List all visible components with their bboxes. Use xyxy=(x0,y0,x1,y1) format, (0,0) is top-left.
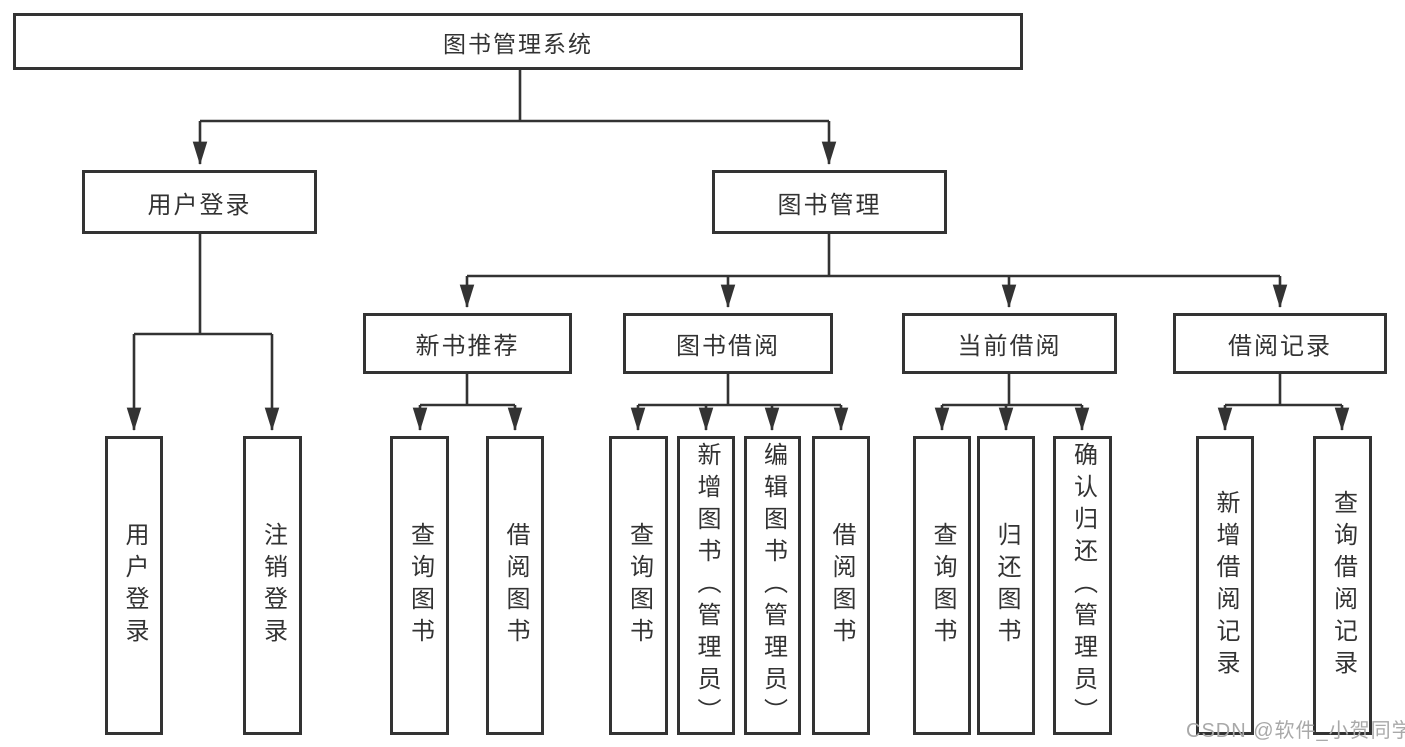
node-book-borrow: 图书借阅 xyxy=(623,313,833,374)
node-borrow-record: 借阅记录 xyxy=(1173,313,1387,374)
leaf-borrow-query-book: 查询图书 xyxy=(609,436,668,735)
leaf-recommend-query-book: 查询图书 xyxy=(390,436,449,735)
leaf-logout-label: 注销登录 xyxy=(259,521,287,650)
leaf-recommend-query-book-label: 查询图书 xyxy=(406,521,434,650)
node-new-book-recommend: 新书推荐 xyxy=(363,313,572,374)
leaf-user-login-label: 用户登录 xyxy=(121,521,148,650)
node-current-borrow: 当前借阅 xyxy=(902,313,1117,374)
leaf-user-login: 用户登录 xyxy=(105,436,163,735)
leaf-borrow-book-label: 借阅图书 xyxy=(828,521,855,650)
leaf-return-book-label: 归还图书 xyxy=(993,521,1020,650)
leaf-confirm-return-admin-label: 确认归还（管理员） xyxy=(1069,441,1097,730)
node-book-manage: 图书管理 xyxy=(712,170,947,234)
leaf-recommend-borrow-book-label: 借阅图书 xyxy=(502,521,529,650)
leaf-edit-book-admin: 编辑图书（管理员） xyxy=(744,436,801,735)
leaf-query-borrow-record: 查询借阅记录 xyxy=(1313,436,1372,735)
leaf-query-borrow-record-label: 查询借阅记录 xyxy=(1329,489,1357,682)
leaf-current-query-book: 查询图书 xyxy=(913,436,971,735)
leaf-add-book-admin-label: 新增图书（管理员） xyxy=(693,441,720,730)
leaf-add-borrow-record-label: 新增借阅记录 xyxy=(1212,489,1239,682)
leaf-edit-book-admin-label: 编辑图书（管理员） xyxy=(759,441,787,730)
csdn-watermark: CSDN @软件_小贺同学 xyxy=(1186,720,1405,742)
leaf-current-query-book-label: 查询图书 xyxy=(929,521,956,650)
node-book-management-system: 图书管理系统 xyxy=(13,13,1023,70)
leaf-borrow-book: 借阅图书 xyxy=(812,436,870,735)
leaf-add-book-admin: 新增图书（管理员） xyxy=(677,436,735,735)
leaf-logout: 注销登录 xyxy=(243,436,302,735)
leaf-borrow-query-book-label: 查询图书 xyxy=(625,521,653,650)
node-user-login: 用户登录 xyxy=(82,170,317,234)
leaf-add-borrow-record: 新增借阅记录 xyxy=(1196,436,1254,735)
leaf-recommend-borrow-book: 借阅图书 xyxy=(486,436,544,735)
leaf-confirm-return-admin: 确认归还（管理员） xyxy=(1053,436,1112,735)
leaf-return-book: 归还图书 xyxy=(977,436,1035,735)
